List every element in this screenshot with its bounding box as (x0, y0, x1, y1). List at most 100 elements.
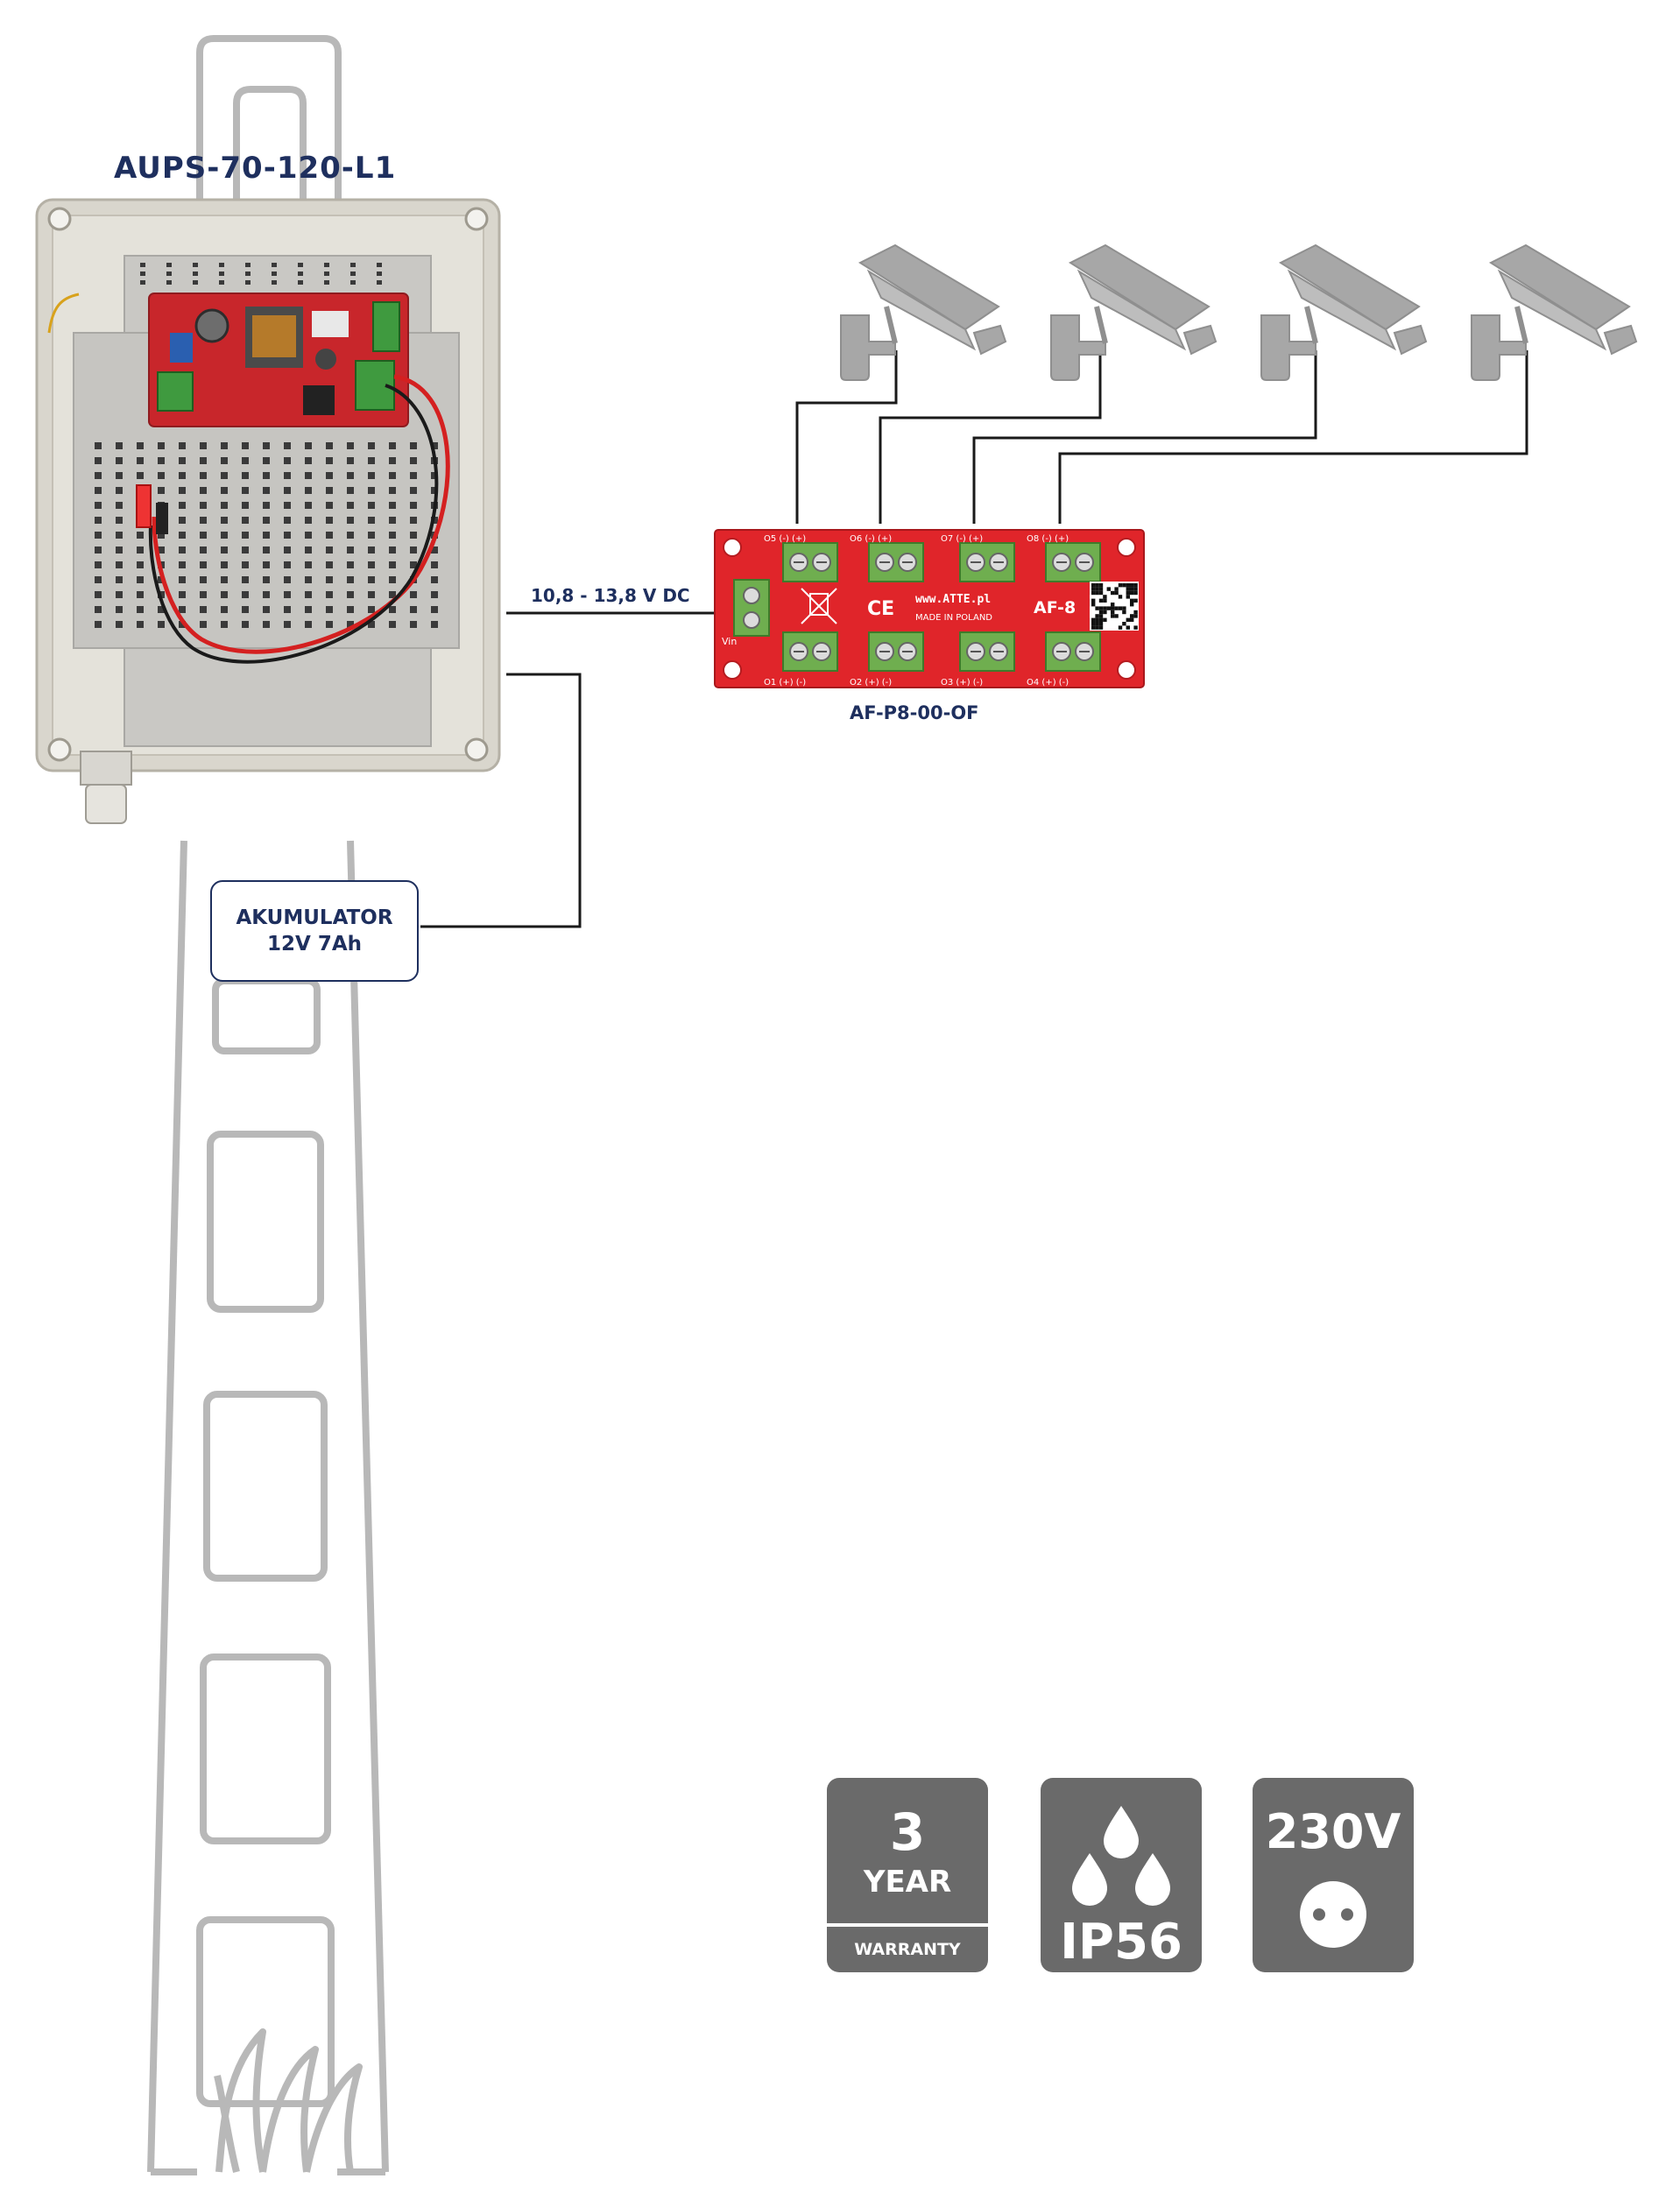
plate-hole (116, 472, 123, 479)
plate-hole (200, 472, 207, 479)
plate-hole (263, 472, 270, 479)
plate-hole (200, 606, 207, 613)
plate-hole (242, 442, 249, 449)
ce-mark: CE (867, 598, 894, 620)
plate-hole (116, 621, 123, 628)
plate-hole (298, 263, 303, 267)
output-label: O7 (-) (+) (941, 534, 983, 544)
plate-hole (193, 263, 198, 267)
plate-hole (326, 621, 333, 628)
cctv-camera-icon (841, 245, 1006, 380)
screw-terminal (1046, 543, 1100, 582)
plate-hole (410, 472, 417, 479)
output-label: O1 (+) (-) (764, 678, 806, 687)
plate-hole (410, 532, 417, 539)
plate-hole (179, 487, 186, 494)
plate-hole (326, 532, 333, 539)
plate-hole (326, 502, 333, 509)
plate-hole (324, 271, 329, 276)
badge-power: 230V (1253, 1778, 1414, 1972)
board-made-in: MADE IN POLAND (915, 613, 992, 623)
plate-hole (179, 606, 186, 613)
plate-hole (95, 546, 102, 554)
plate-hole (284, 576, 291, 583)
ups-enclosure (37, 200, 499, 823)
plate-hole (347, 517, 354, 524)
plate-hole (410, 517, 417, 524)
plate-hole (326, 517, 333, 524)
plate-hole (368, 546, 375, 554)
plate-hole (95, 502, 102, 509)
plate-hole (347, 472, 354, 479)
plate-hole (116, 502, 123, 509)
plate-hole (368, 502, 375, 509)
plate-hole (284, 517, 291, 524)
plate-hole (95, 561, 102, 568)
plate-hole (200, 621, 207, 628)
distributor-board: Vin O5 (-) (+)O6 (-) (+)O7 (-) (+)O8 (-)… (715, 530, 1144, 687)
plate-hole (263, 546, 270, 554)
plate-hole (140, 271, 145, 276)
plate-hole (326, 561, 333, 568)
plate-hole (377, 280, 382, 285)
pole-top-inner (236, 89, 303, 210)
plate-hole (284, 621, 291, 628)
plate-hole (431, 621, 438, 628)
pole-slot (207, 1394, 324, 1578)
plate-hole (179, 442, 186, 449)
battery-box: AKUMULATOR 12V 7Ah (210, 880, 419, 982)
battery-clip-black (156, 503, 168, 534)
plate-hole (200, 532, 207, 539)
plate-hole (263, 576, 270, 583)
power-socket-icon (1300, 1881, 1366, 1948)
plate-hole (350, 263, 356, 267)
plate-hole (305, 517, 312, 524)
qr-code-icon (1090, 582, 1139, 631)
screw-terminal (869, 543, 923, 582)
plate-hole (410, 487, 417, 494)
pole-right-rail (350, 841, 385, 2172)
plate-hole (326, 442, 333, 449)
plate-hole (95, 487, 102, 494)
plate-hole (298, 271, 303, 276)
pole-slot (203, 1657, 328, 1841)
plate-hole (431, 576, 438, 583)
plate-hole (377, 271, 382, 276)
plate-hole (305, 621, 312, 628)
plate-hole (219, 263, 224, 267)
plate-hole (326, 472, 333, 479)
plate-hole (305, 502, 312, 509)
cable-gland (81, 751, 131, 823)
plate-hole (95, 606, 102, 613)
plate-hole (242, 502, 249, 509)
plate-hole (347, 532, 354, 539)
plate-hole (179, 472, 186, 479)
plate-hole (305, 472, 312, 479)
plate-hole (305, 561, 312, 568)
plate-hole (116, 517, 123, 524)
output-label: O6 (-) (+) (850, 534, 892, 544)
plate-hole (116, 546, 123, 554)
plate-hole (179, 502, 186, 509)
ups-model-label: AUPS-70-120-L1 (114, 151, 396, 186)
plate-hole (221, 591, 228, 598)
plate-hole (431, 561, 438, 568)
plate-hole (389, 472, 396, 479)
input-label: Vin (722, 636, 737, 647)
plate-hole (158, 487, 165, 494)
screw-terminal (1046, 632, 1100, 671)
plate-hole (284, 442, 291, 449)
plate-hole (368, 576, 375, 583)
plate-hole (242, 546, 249, 554)
plate-hole (179, 561, 186, 568)
plate-hole (200, 517, 207, 524)
plate-hole (326, 546, 333, 554)
plate-hole (242, 472, 249, 479)
plate-hole (200, 457, 207, 464)
plate-hole (116, 606, 123, 613)
plate-hole (389, 457, 396, 464)
badge-ip: IP56 (1041, 1778, 1202, 1972)
plate-hole (179, 546, 186, 554)
plate-hole (347, 576, 354, 583)
plate-hole (284, 472, 291, 479)
